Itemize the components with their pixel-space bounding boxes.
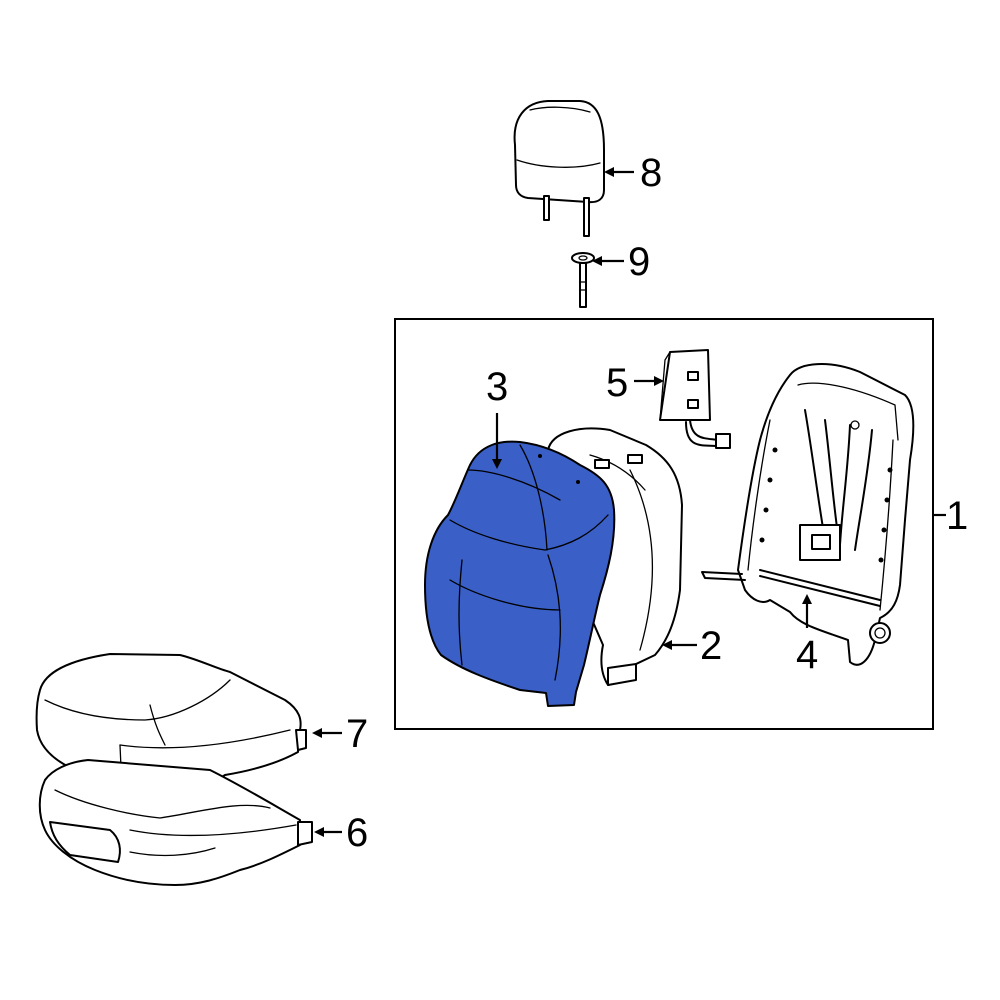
callout-5: 5 [606, 361, 628, 405]
callout-9: 9 [628, 240, 650, 284]
headrest-guide[interactable] [571, 252, 595, 308]
callout-7: 7 [346, 712, 368, 756]
seat-cushion-pad[interactable] [38, 759, 313, 886]
callout-8: 8 [640, 151, 662, 195]
callout-6: 6 [346, 811, 368, 855]
callout-2: 2 [700, 624, 722, 668]
seat-back-frame[interactable] [701, 363, 915, 666]
seat-back-group-box [394, 318, 934, 730]
headrest[interactable] [513, 100, 605, 237]
callout-1: 1 [946, 494, 968, 538]
leader-arrows [312, 167, 946, 837]
seat-cushion-cover[interactable] [35, 653, 307, 796]
airbag-module[interactable] [659, 349, 731, 449]
callout-3: 3 [486, 365, 508, 409]
callout-4: 4 [796, 633, 818, 677]
seat-back-cover[interactable] [424, 440, 616, 707]
seat-back-cover-fill [424, 440, 616, 707]
